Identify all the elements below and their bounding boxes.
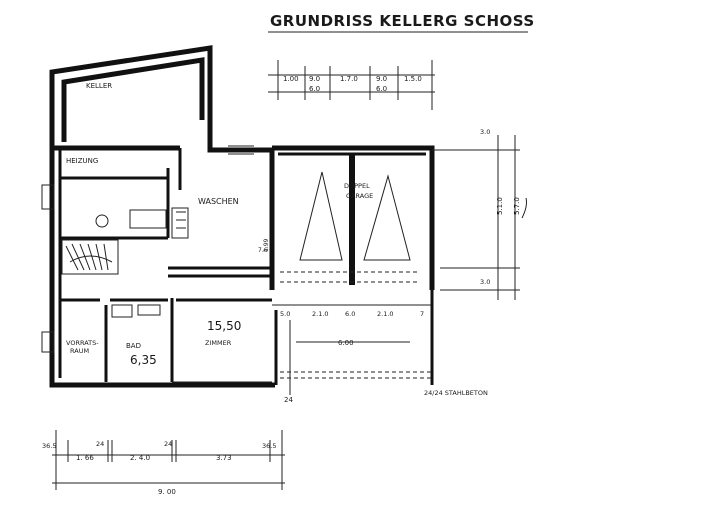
stahlbeton-label: 24/24 STAHLBETON — [424, 389, 488, 397]
door-dim-76: 7.6 — [258, 247, 268, 254]
top-dim-4: 1.7.0 — [340, 75, 358, 83]
garage-dim-1: 5.0 — [280, 310, 290, 318]
top-dim-3: 6.0 — [309, 85, 320, 93]
lower-rooms: VORRATS- RAUM BAD 6,35 15,50 ZIMMER — [60, 298, 278, 385]
right-dim-1: 3.0 — [480, 128, 490, 136]
right-dim-2: 5.1.0 — [496, 197, 504, 215]
staircase — [61, 239, 119, 275]
bottom-dim-seg-3: 3.73 — [216, 454, 232, 462]
plan-title: GRUNDRISS KELLERG SCHOSS — [270, 12, 535, 30]
bad-label: BAD — [126, 342, 141, 350]
top-dim-6: 6.0 — [376, 85, 387, 93]
vorratsraum-label-2: RAUM — [70, 347, 89, 355]
bottom-dimension-chain: 36.5 24 24 36.5 1. 66 2. 4.0 3.73 9. 00 — [42, 430, 285, 496]
keller-room: KELLER — [49, 45, 213, 148]
garage-dim-5: 7 — [420, 310, 424, 318]
beam-marker: 24 — [284, 396, 293, 404]
garage-dim-6: 6.00 — [338, 339, 354, 347]
right-dim-4: 3.0 — [480, 278, 490, 286]
waschen-label: WASCHEN — [198, 197, 239, 206]
bottom-dim-right-end: 36.5 — [262, 442, 276, 450]
vorratsraum-label-1: VORRATS- — [66, 339, 99, 347]
top-dim-5: 9.0 — [376, 75, 387, 83]
bad-area: 6,35 — [130, 353, 157, 367]
heizung-room: HEIZUNG — [60, 148, 189, 240]
doppelgarage: DOPPEL GARAGE — [269, 145, 435, 290]
top-dim-2: 9.0 — [309, 75, 320, 83]
bottom-dim-seg-2: 2. 4.0 — [130, 454, 150, 462]
heizung-label: HEIZUNG — [66, 157, 98, 165]
keller-label: KELLER — [86, 82, 112, 90]
top-dim-1: 1.00 — [283, 75, 299, 83]
right-dim-3: 5.7.0 — [513, 197, 521, 215]
bottom-dim-24-b: 24 — [164, 440, 172, 448]
garage-label-1: DOPPEL — [344, 182, 370, 190]
bottom-dim-24-a: 24 — [96, 440, 104, 448]
garage-dim-4: 2.1.0 — [377, 310, 394, 318]
bottom-dim-left-end: 36.5 — [42, 442, 56, 450]
garage-extension: 5.0 2.1.0 6.0 2.1.0 7 6.00 24 24/24 STAH… — [272, 290, 488, 404]
garage-label-2: GARAGE — [346, 192, 373, 200]
right-dimension-chain: 3.0 5.1.0 5.7.0 3.0 — [432, 128, 527, 300]
door-dim-199: 1.99 — [263, 238, 270, 252]
waschen-room: WASCHEN 1.99 7.6 — [168, 197, 272, 278]
outer-walls — [41, 120, 275, 388]
top-dim-7: 1.5.0 — [404, 75, 422, 83]
bottom-dim-total: 9. 00 — [158, 488, 176, 496]
garage-dim-2: 2.1.0 — [312, 310, 329, 318]
top-dimension-chain: 1.00 9.0 6.0 1.7.0 9.0 6.0 1.5.0 — [268, 60, 435, 110]
zimmer-area: 15,50 — [207, 319, 241, 333]
bottom-dim-seg-1: 1. 66 — [76, 454, 94, 462]
zimmer-label: ZIMMER — [205, 339, 232, 347]
garage-dim-3: 6.0 — [345, 310, 355, 318]
